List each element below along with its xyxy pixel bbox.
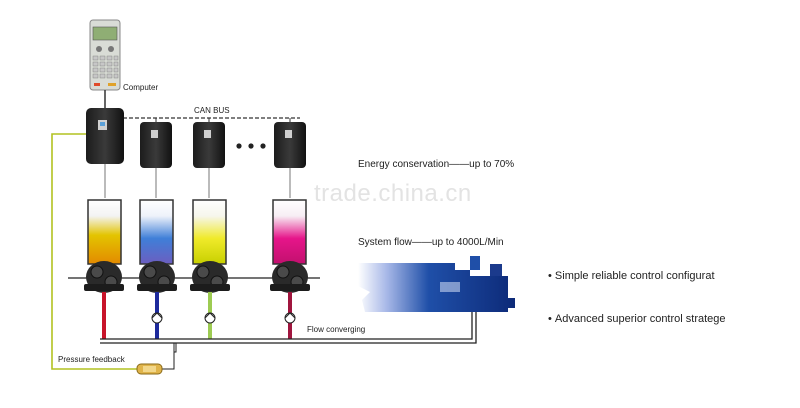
drive-unit xyxy=(86,108,124,164)
feature-bullet-2: • Advanced superior control stratege xyxy=(548,313,726,325)
oil-tank-lightyellow xyxy=(192,199,227,265)
check-valve-icon xyxy=(204,312,216,324)
sensor-connection-line xyxy=(162,352,175,370)
computer-label: Computer xyxy=(123,83,159,92)
drive-unit xyxy=(140,118,172,168)
oil-tank-yellow xyxy=(87,199,122,265)
drive-unit xyxy=(193,118,225,168)
pump-unit xyxy=(270,261,310,293)
computer-controller xyxy=(89,19,121,108)
check-valve-icon xyxy=(284,312,296,324)
pressure-sensor-icon xyxy=(136,363,163,375)
pressure-feedback-line xyxy=(51,133,137,370)
flow-converging-label: Flow converging xyxy=(307,325,366,334)
drive-unit xyxy=(274,118,306,168)
pump-unit xyxy=(137,261,177,293)
energy-conservation-note: Energy conservation——up to 70% xyxy=(358,159,515,170)
pump-unit xyxy=(190,261,230,293)
check-valve-icon xyxy=(151,312,163,324)
injection-molding-machine-icon xyxy=(358,256,515,312)
feature-bullet-text: Advanced superior control stratege xyxy=(554,313,726,325)
feature-bullet-1: • Simple reliable control configurat xyxy=(548,270,715,282)
oil-tank-magenta xyxy=(272,199,307,265)
pressure-feedback-label: Pressure feedback xyxy=(58,355,125,364)
can-bus-label: CAN BUS xyxy=(194,106,230,115)
oil-tank-blue xyxy=(139,199,174,265)
feature-bullet-text: Simple reliable control configurat xyxy=(554,270,715,282)
ellipsis-dots xyxy=(236,143,266,149)
watermark: trade.china.cn xyxy=(314,180,472,207)
system-flow-note: System flow——up to 4000L/Min xyxy=(358,237,504,248)
pump-unit xyxy=(84,261,124,293)
